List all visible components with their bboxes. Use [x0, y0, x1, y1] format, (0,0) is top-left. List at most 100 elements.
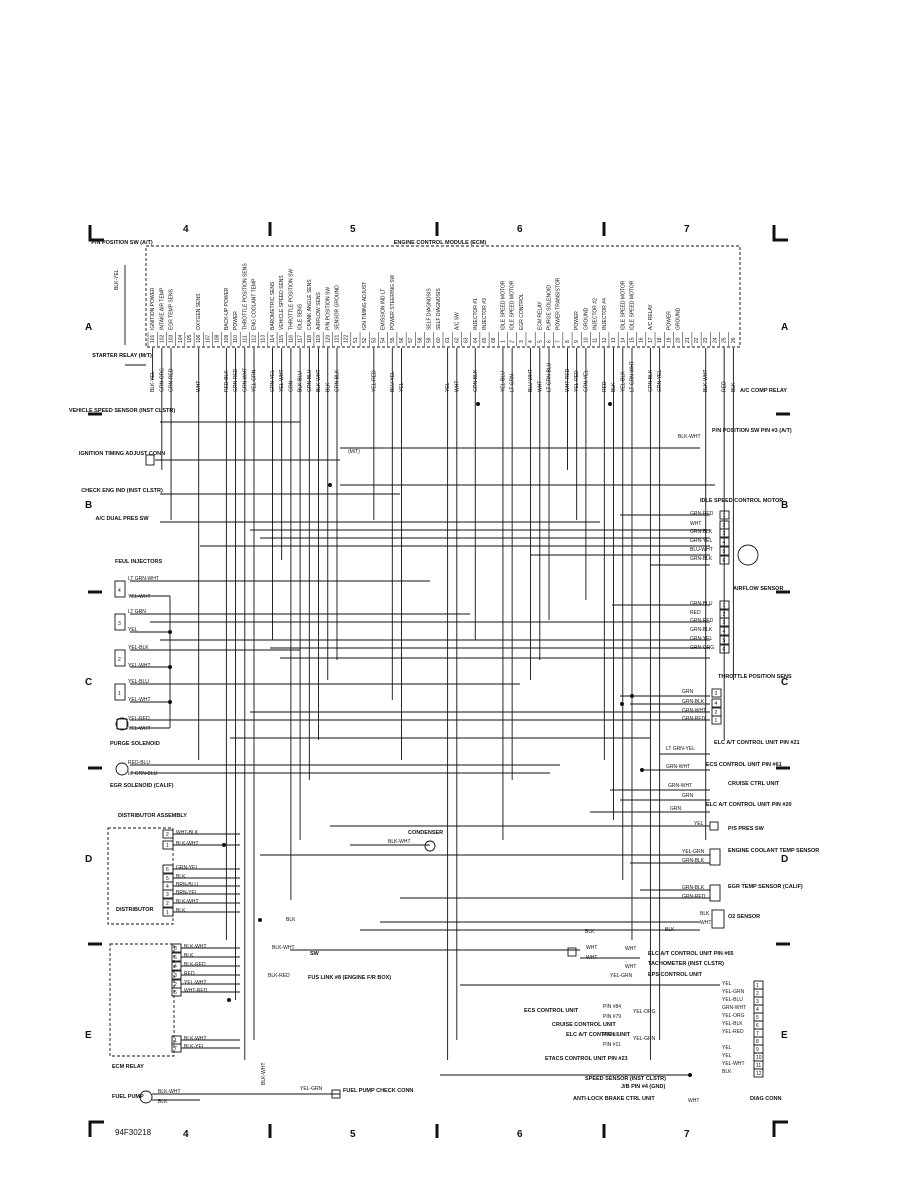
ecm-pin-number: 21	[685, 337, 691, 343]
ecm-pin-number: 109	[224, 334, 230, 343]
ecm-wire-color: WHT	[196, 381, 202, 392]
ecs-ctrl-label: ECS CONTROL UNIT	[524, 1008, 579, 1014]
distributor-wire: GRN-YEL	[176, 865, 198, 871]
distributor-pin: 4	[166, 884, 169, 890]
ecm-function-label: A/C RELAY	[648, 304, 654, 330]
ecm-wire-color: WHT-RED	[565, 368, 571, 392]
ecm-function-label: SELF DIAGNOSIS	[436, 288, 442, 330]
ecm-function-label: GROUND	[583, 307, 589, 330]
injector-connector	[114, 580, 126, 598]
pn-pin3-wire: BLK-WHT	[678, 434, 701, 440]
injector-wire: YEL-BLU	[128, 679, 149, 685]
ecm-pin-number: 116	[288, 335, 294, 343]
row-label: C	[85, 677, 92, 688]
ecm-wire-color: BLK-WHT	[316, 370, 322, 393]
ecm-function-label: POWER	[574, 311, 580, 330]
o2-label: O2 SENSOR	[728, 914, 760, 920]
diag-pin: 11	[756, 1063, 761, 1069]
ecm-pin-number: 64	[473, 337, 479, 343]
relay-pin: 5	[174, 990, 177, 996]
ecm-pin-number: 5	[537, 340, 543, 343]
ecm-pin-number: 104	[178, 334, 184, 343]
ecm-pin-number: 108	[215, 334, 221, 343]
ecm-pin-number: 63	[464, 337, 470, 343]
ecm-pin-number: 57	[408, 337, 414, 343]
connector-pin-box	[711, 688, 722, 698]
egr-wire-1: RED-BLU	[128, 760, 150, 766]
ecm-wire-color: GRN-YEL	[657, 370, 663, 392]
ecm-pin-number: 16	[639, 337, 645, 343]
connector-wire: GRN-RED	[690, 511, 714, 517]
ecm-wire-color: BLU-WHT	[528, 369, 534, 392]
ground-wire-label: BLK	[286, 917, 296, 923]
ecs-pin-2: PIN #79	[603, 1014, 621, 1020]
ac-dual-pres-label: A/C DUAL PRES SW	[95, 516, 149, 522]
ecm-function-label: IGNITION POWER	[150, 287, 156, 330]
ecm-wire-color: GRN-WHT	[242, 368, 248, 392]
diag-pin: 7	[756, 1031, 759, 1037]
connector-wire: GRN-BLK	[690, 529, 713, 535]
ecm-function-label: POWER TRANSISTOR	[556, 277, 562, 330]
ecm-function-label: INTAKE AIR TEMP	[159, 287, 165, 330]
diag-pin-box	[753, 1068, 764, 1078]
ecm-function-label: IDLE SPEED MOTOR	[629, 280, 635, 330]
injector-connector	[114, 613, 126, 631]
relay-wire: BLK	[184, 953, 194, 959]
connector-pin: 5	[723, 549, 726, 555]
purge-solenoid: YEL-RED YEL-WHT PURGE SOLENOID	[110, 716, 160, 747]
ecm-pin-number: 17	[648, 337, 654, 343]
connector-wire: GRN-RED	[690, 618, 714, 624]
ecm-wire-color: YEL-RED	[371, 370, 377, 392]
fp-wire-2: BLK	[158, 1099, 168, 1105]
connector-pin: 2	[723, 612, 726, 618]
ecm-function-label: IDLE SPEED MOTOR	[510, 280, 516, 330]
ecm-function-label: THROTTLE POSITION SW	[288, 269, 294, 330]
ecm-wire-color: YEL-WHT	[279, 370, 285, 393]
ecm-pin-number: 117	[298, 335, 304, 343]
ecm-pin-number: 52	[362, 337, 368, 343]
ecs-pin-1: PIN #84	[603, 1004, 621, 1010]
ecm-pin-number: 13	[611, 337, 617, 343]
ecm-function-label: VEHICLE SPEED SENS	[279, 275, 285, 330]
connector-wire: GRN-YEL	[690, 636, 712, 642]
ecm-title: ENGINE CONTROL MODULE (ECM)	[394, 240, 487, 246]
ecm-function-label: EGR CONTROL	[519, 293, 525, 330]
idle-motor-label: IDLE SPEED CONTROL MOTOR	[700, 498, 783, 504]
distributor-pin: 3	[166, 892, 169, 898]
tach-label: TACHOMETER (INST CLSTR)	[648, 961, 724, 967]
connector-wire: RED	[690, 610, 701, 616]
diag-wire: YEL-WHT	[722, 1061, 745, 1067]
ecm-pin-number: 114	[270, 335, 276, 343]
tach-wire-2: WHT	[586, 955, 597, 961]
ac-comp-label: A/C COMP RELAY	[740, 388, 787, 394]
fuel-vert-wire: BLK-WHT	[261, 1063, 267, 1086]
relay-wire: YEL-WHT	[184, 980, 207, 986]
ecm-pin-number: 3	[519, 340, 525, 343]
connector-pin: 4	[723, 629, 726, 635]
connector-pin: 3	[723, 531, 726, 537]
col-label: 5	[350, 224, 356, 235]
ecm-module: ENGINE CONTROL MODULE (ECM) IGNITION POW…	[145, 240, 741, 393]
diag-pin: 1	[756, 983, 759, 989]
speed-sensor-label: SPEED SENSOR (INST CLSTR)	[585, 1076, 666, 1082]
distributor-wire: BLK-WHT	[176, 899, 199, 905]
ecm-pin-number: 121	[334, 334, 340, 343]
ecm-function-label: OXYGEN SENS	[196, 293, 202, 330]
ecm-pin-number: 1	[500, 340, 506, 343]
diag-pin: 12	[756, 1071, 762, 1077]
ecm-wire-color: BLK-YEL	[150, 371, 156, 392]
diag-pin: 3	[756, 999, 759, 1005]
ecm-pin-number: 119	[316, 335, 322, 343]
ecm-function-label: SENSOR GROUND	[334, 285, 340, 330]
ecm-function-label: INJECTOR #3	[482, 298, 488, 330]
abs-label: ANTI-LOCK BRAKE CTRL UNIT	[573, 1096, 655, 1102]
elc-ctrl-label-1: ELC A/T CONTROL UNIT	[566, 1032, 631, 1038]
ecm-pin-number: 58	[417, 337, 423, 343]
relay-pin: 8	[174, 946, 177, 952]
fuel-pump-wire: YEL-GRN	[300, 1086, 323, 1092]
ecm-wire-color: WHT	[537, 381, 543, 392]
distributor-pin: 2	[166, 901, 169, 907]
purge-wire-1: YEL-RED	[128, 716, 150, 722]
timing-connector	[145, 454, 155, 466]
